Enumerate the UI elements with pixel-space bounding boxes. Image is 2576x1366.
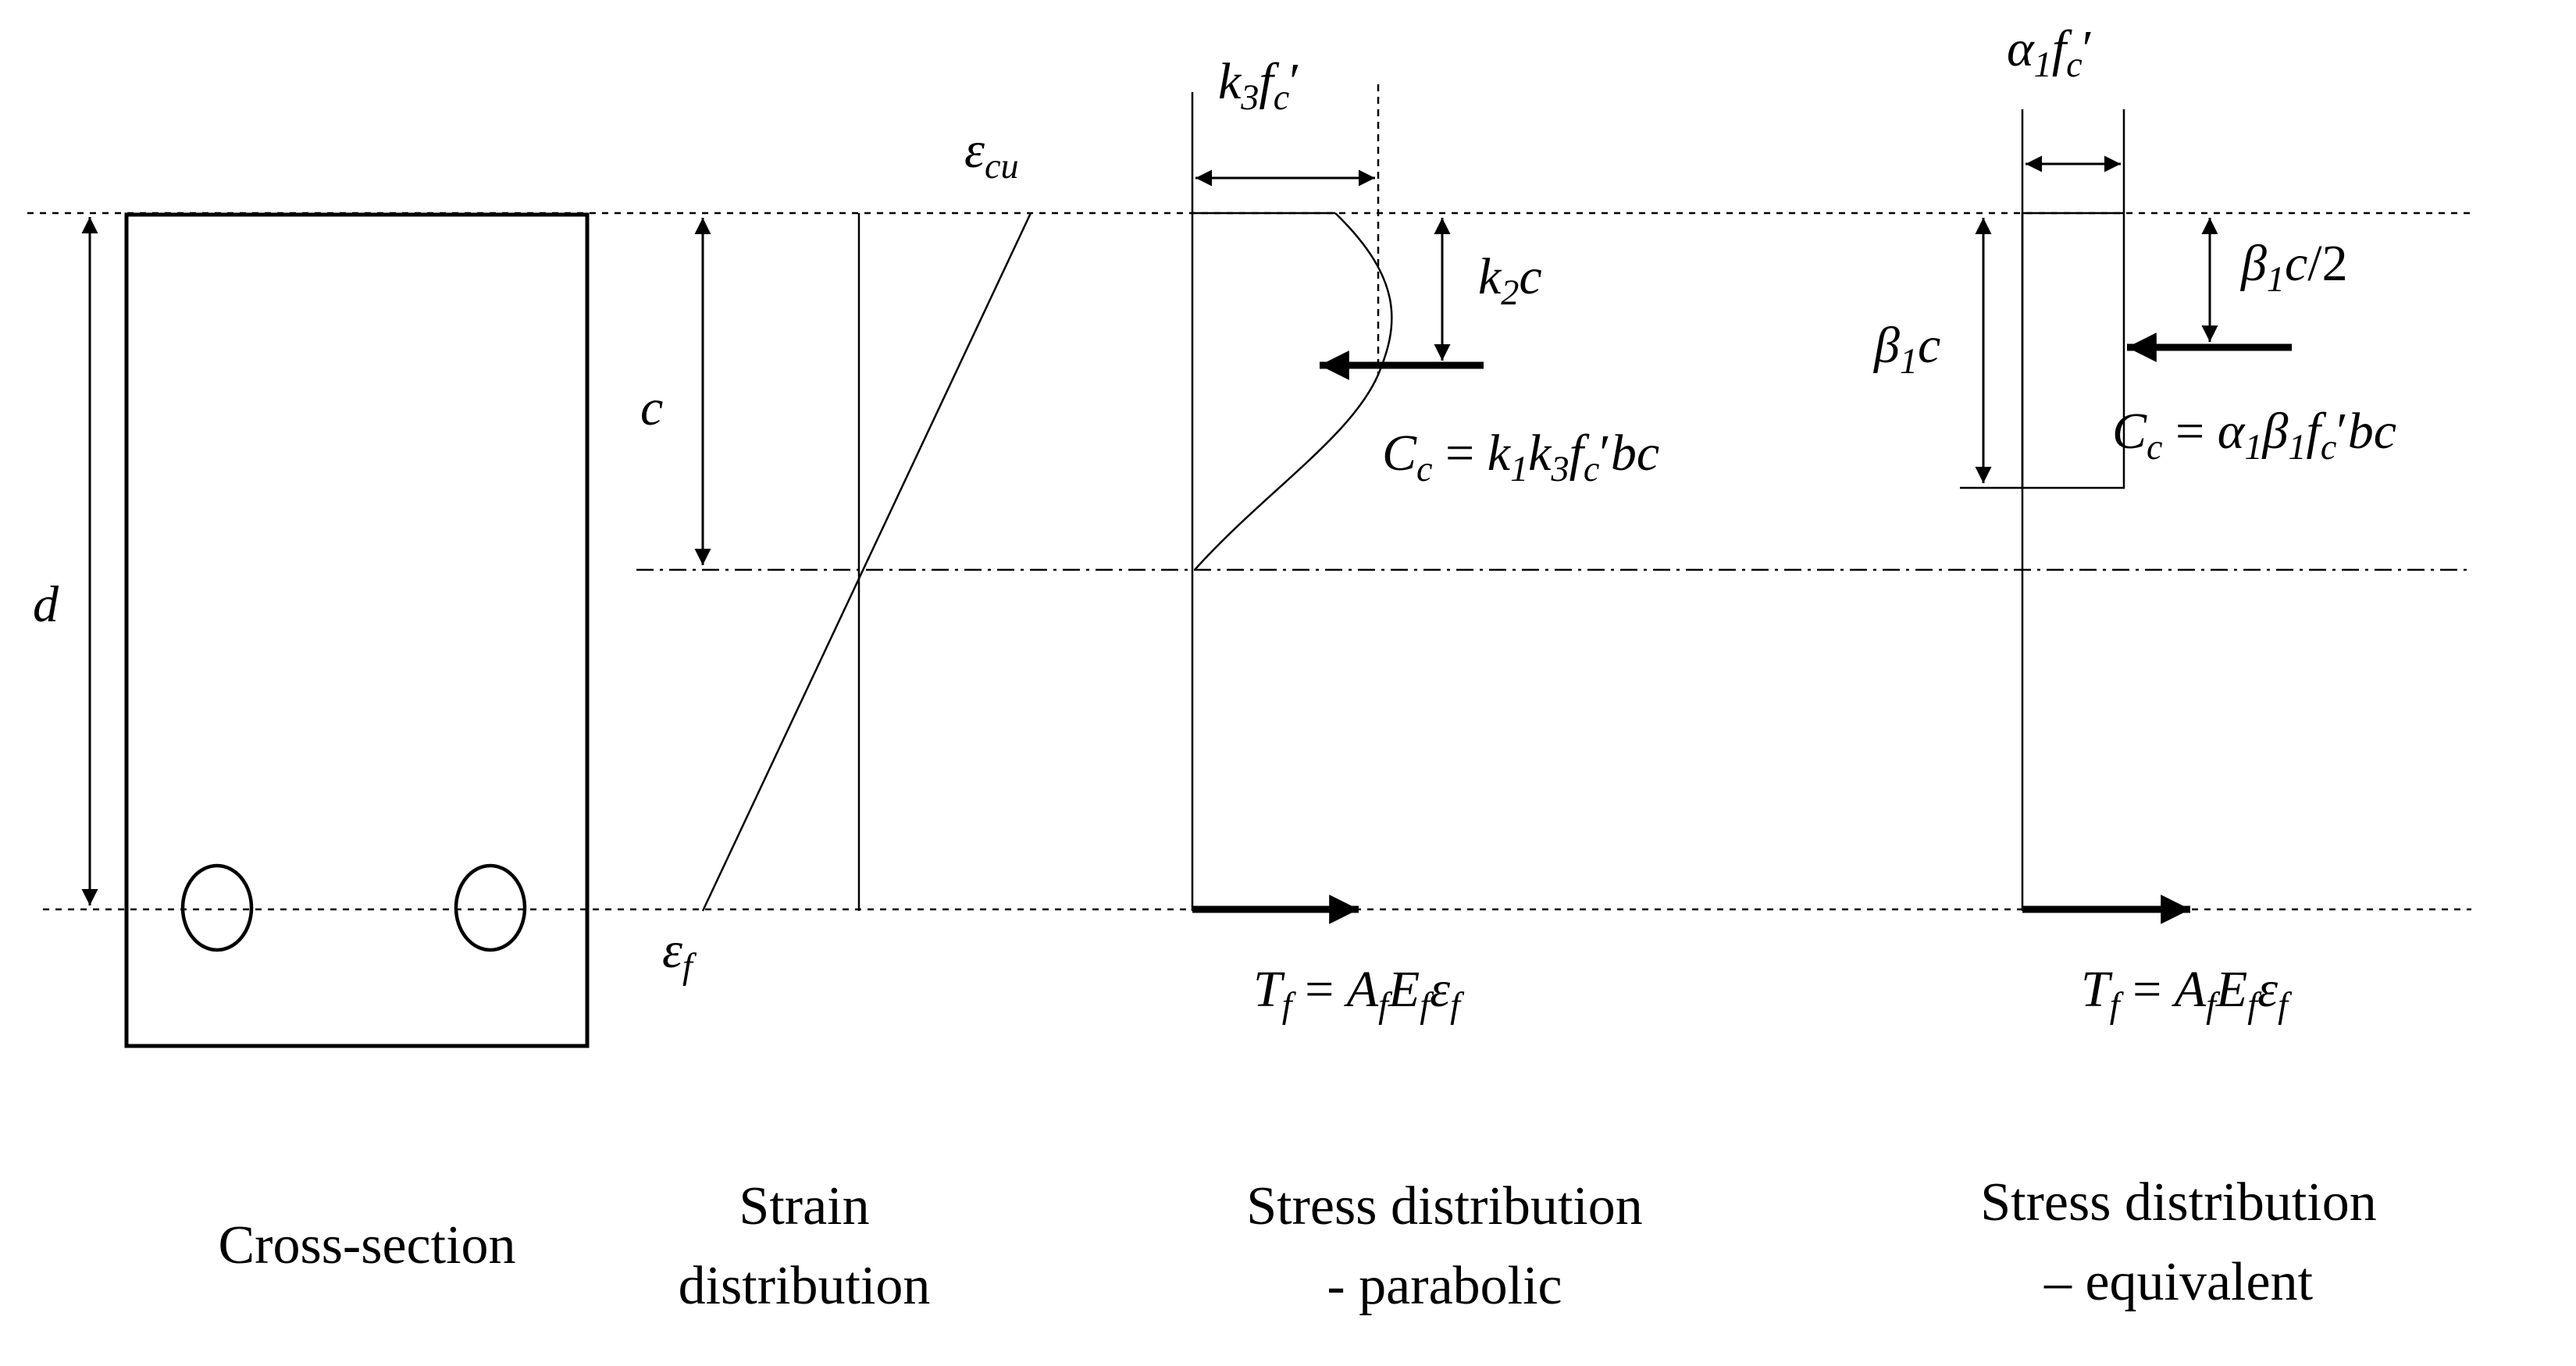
prime-mark: ′ — [1599, 425, 1611, 482]
label-epsilon-f: εf — [662, 925, 693, 984]
symbol-d: d — [33, 576, 59, 633]
frp-bar-left — [180, 863, 254, 952]
subscript-c: c — [1583, 448, 1600, 489]
symbol-alpha: α — [2217, 403, 2245, 460]
symbol-bc: bc — [2347, 403, 2397, 460]
equals-sign: = — [1292, 961, 1347, 1018]
symbol-beta: β — [2262, 403, 2289, 460]
caption-strain-line2: distribution — [678, 1255, 931, 1316]
caption-cross-section-text: Cross-section — [218, 1215, 516, 1275]
strain-profile-line — [701, 212, 1032, 912]
caption-stress-equivalent: Stress distribution – equivalent — [1897, 1163, 2460, 1322]
subscript-f: f — [1450, 984, 1460, 1025]
symbol-beta: β — [2241, 235, 2267, 292]
subscript-f: f — [682, 945, 693, 986]
symbol-bc: bc — [1610, 425, 1660, 482]
caption-equivalent-line2: – equivalent — [2043, 1251, 2314, 1312]
subscript-c: c — [1273, 76, 1290, 117]
equals-sign: = — [1432, 425, 1488, 482]
subscript-1: 1 — [1510, 448, 1529, 489]
symbol-alpha: α — [2007, 20, 2034, 77]
subscript-2: 2 — [1501, 272, 1520, 312]
label-tf-equivalent: Tf = AfEfεf — [2081, 964, 2288, 1023]
symbol-A: A — [1346, 961, 1379, 1018]
caption-strain-line1: Strain — [739, 1176, 870, 1236]
symbol-k: k — [1528, 425, 1552, 482]
symbol-epsilon: ε — [1430, 961, 1451, 1018]
subscript-f: f — [1420, 984, 1431, 1025]
symbol-k: k — [1478, 248, 1502, 305]
symbol-c: c — [1519, 248, 1542, 305]
label-cc-equivalent: Cc = α1β1fc′bc — [2112, 406, 2396, 465]
caption-stress-parabolic: Stress distribution - parabolic — [1163, 1167, 1726, 1325]
caption-equivalent-line1: Stress distribution — [1980, 1172, 2377, 1233]
subscript-1: 1 — [1899, 340, 1918, 381]
symbol-E: E — [2215, 961, 2248, 1018]
subscript-1: 1 — [2288, 426, 2307, 467]
subscript-1: 1 — [2266, 258, 2285, 299]
frp-bar-right — [454, 863, 527, 952]
symbol-T: T — [2081, 961, 2110, 1018]
half-fraction: /2 — [2307, 235, 2348, 292]
subscript-c: c — [1416, 448, 1433, 489]
symbol-A: A — [2174, 961, 2207, 1018]
label-d: d — [33, 579, 59, 631]
label-beta1c: β1c — [1874, 320, 1940, 379]
symbol-C: C — [2112, 403, 2147, 460]
caption-strain-distribution: Strain distribution — [609, 1167, 999, 1325]
subscript-1: 1 — [2033, 44, 2052, 84]
symbol-c: c — [2284, 235, 2308, 292]
symbol-c: c — [1917, 317, 1941, 374]
symbol-beta: β — [1874, 317, 1900, 374]
label-alpha1-fc-prime: α1fc′ — [2007, 23, 2093, 83]
subscript-1: 1 — [2244, 426, 2263, 467]
symbol-k: k — [1487, 425, 1511, 482]
subscript-cu: cu — [985, 145, 1019, 186]
caption-parabolic-line2: - parabolic — [1327, 1255, 1562, 1316]
subscript-c: c — [2066, 44, 2083, 84]
symbol-f: f — [2051, 20, 2067, 77]
label-half-beta1c: β1c/2 — [2241, 238, 2348, 297]
label-tf-parabolic: Tf = AfEfεf — [1253, 964, 1460, 1023]
caption-parabolic-line1: Stress distribution — [1246, 1176, 1643, 1236]
subscript-c: c — [2320, 426, 2337, 467]
symbol-k: k — [1218, 53, 1242, 110]
subscript-f: f — [1281, 984, 1292, 1025]
subscript-f: f — [2206, 984, 2216, 1025]
symbol-epsilon: ε — [662, 922, 683, 979]
symbol-f: f — [1569, 425, 1584, 482]
parabolic-stress-curve — [1194, 212, 1393, 571]
subscript-c: c — [2147, 426, 2163, 467]
label-epsilon-cu: εcu — [964, 125, 1019, 184]
label-k2c: k2c — [1478, 251, 1542, 311]
subscript-f: f — [2278, 984, 2288, 1025]
symbol-f: f — [2306, 403, 2321, 460]
prime-mark: ′ — [2082, 20, 2094, 77]
symbol-C: C — [1382, 425, 1417, 482]
symbol-f: f — [1259, 53, 1274, 110]
subscript-f: f — [2247, 984, 2258, 1025]
subscript-f: f — [1378, 984, 1388, 1025]
cross-section-rectangle — [124, 212, 590, 1048]
caption-cross-section: Cross-section — [133, 1206, 601, 1286]
label-k3-fc-prime: k3fc′ — [1218, 56, 1301, 116]
prime-mark: ′ — [1289, 53, 1301, 110]
equals-sign: = — [2119, 961, 2175, 1018]
subscript-3: 3 — [1551, 448, 1569, 489]
symbol-E: E — [1388, 961, 1420, 1018]
symbol-c: c — [640, 379, 664, 436]
label-cc-parabolic: Cc = k1k3fc′bc — [1382, 428, 1659, 487]
prime-mark: ′ — [2336, 403, 2348, 460]
symbol-T: T — [1253, 961, 1282, 1018]
symbol-epsilon: ε — [2257, 961, 2278, 1018]
equals-sign: = — [2162, 403, 2218, 460]
subscript-3: 3 — [1241, 76, 1259, 117]
symbol-epsilon: ε — [964, 122, 985, 179]
equivalent-stress-block — [2021, 212, 2125, 489]
subscript-f: f — [2109, 984, 2120, 1025]
label-c: c — [640, 382, 663, 434]
